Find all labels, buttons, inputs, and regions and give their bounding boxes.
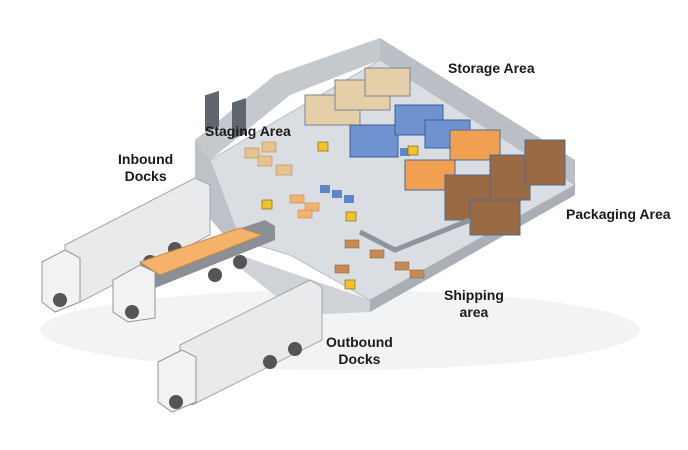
- inbound-truck-1: [41, 177, 211, 313]
- label-shipping-line1: Shipping: [444, 287, 504, 303]
- dock-door-1: [205, 90, 219, 132]
- outbound-truck: [157, 279, 323, 413]
- shipping-boxes: [334, 239, 425, 279]
- dock-wall: [195, 140, 240, 255]
- storage-racks-blue: [349, 104, 471, 158]
- label-inbound-line2: Docks: [124, 168, 167, 184]
- label-storage-area: Storage Area: [448, 60, 535, 76]
- label-outbound-docks: Outbound Docks: [326, 334, 393, 368]
- label-outbound-line1: Outbound: [326, 334, 393, 350]
- conveyor-belt: [358, 217, 471, 253]
- label-staging-area: Staging Area: [205, 123, 291, 139]
- inbound-truck-2: [112, 220, 275, 323]
- label-shipping-area: Shipping area: [444, 287, 504, 321]
- front-wall: [370, 185, 575, 312]
- label-outbound-line2: Docks: [338, 351, 381, 367]
- storage-racks-brown: [444, 139, 566, 236]
- label-inbound-docks: Inbound Docks: [118, 151, 173, 185]
- blue-pallets: [320, 148, 410, 203]
- label-shipping-line2: area: [459, 304, 489, 320]
- storage-racks-beige: [304, 67, 411, 126]
- label-packaging-area: Packaging Area: [566, 206, 671, 222]
- staging-pallets: [244, 141, 320, 219]
- dock-door-2: [232, 98, 246, 139]
- forklift-icons: [261, 141, 419, 290]
- label-inbound-line1: Inbound: [118, 151, 174, 167]
